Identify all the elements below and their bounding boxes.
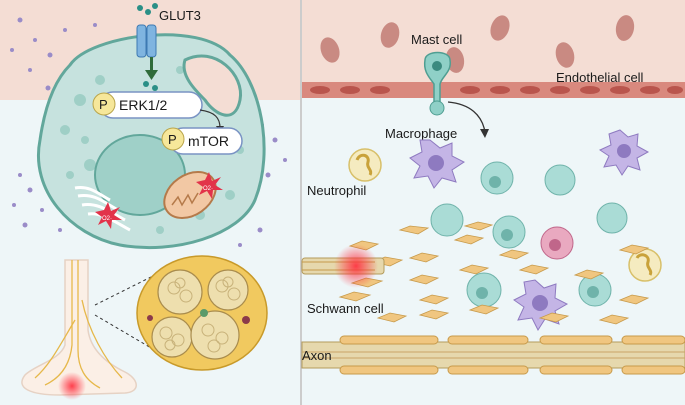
erk-label: ERK1/2 [119,97,167,113]
teal-nuclei [476,176,599,299]
vessel-lumen [302,0,685,90]
ros-label-mito: O2· [203,186,213,192]
cell-pocket [182,54,243,117]
glut3-transporter [136,24,158,80]
ros-burst-mito: O2· [196,172,223,199]
axon-fiber [301,335,685,375]
activated-cell [540,226,574,260]
mtor-label: mTOR [188,133,229,149]
red-blood-cells [320,15,635,73]
mast-cell [423,51,451,116]
ros-burst-er: O2· [95,202,122,229]
ros-label-er: O2· [102,216,112,222]
schwann-cell-label: Schwann cell [307,301,384,316]
mast-cell-label: Mast cell [411,32,462,47]
axon-label: Axon [302,348,332,363]
endothelial-layer [302,82,685,98]
mtor-node: P mTOR [161,127,243,155]
neutrophil-label: Neutrophil [307,183,366,198]
erk-phospho-label: P [99,97,108,112]
endothelial-cell-label: Endothelial cell [556,70,644,85]
left-panel: GLUT3 P ERK1/2 P mTOR O2· [0,0,300,405]
neutrophil-cell [348,148,382,182]
foot-illustration [21,259,137,400]
macrophages [409,129,650,332]
mast-arrow [447,101,486,133]
erk-node: P ERK1/2 [92,91,203,119]
erk-mtor-arrow [199,109,221,129]
macrophage-label: Macrophage [385,126,457,141]
neutrophil-cell [628,248,662,282]
injured-fiber [301,244,385,288]
right-panel: Mast cell Endothelial cell Macrophage Ne… [301,0,685,405]
macrophage-cell [409,139,465,189]
glut3-label: GLUT3 [159,8,201,23]
nerve-cross-section [136,255,268,371]
mtor-phospho-label: P [168,132,177,147]
macrophage-cell [598,129,650,176]
